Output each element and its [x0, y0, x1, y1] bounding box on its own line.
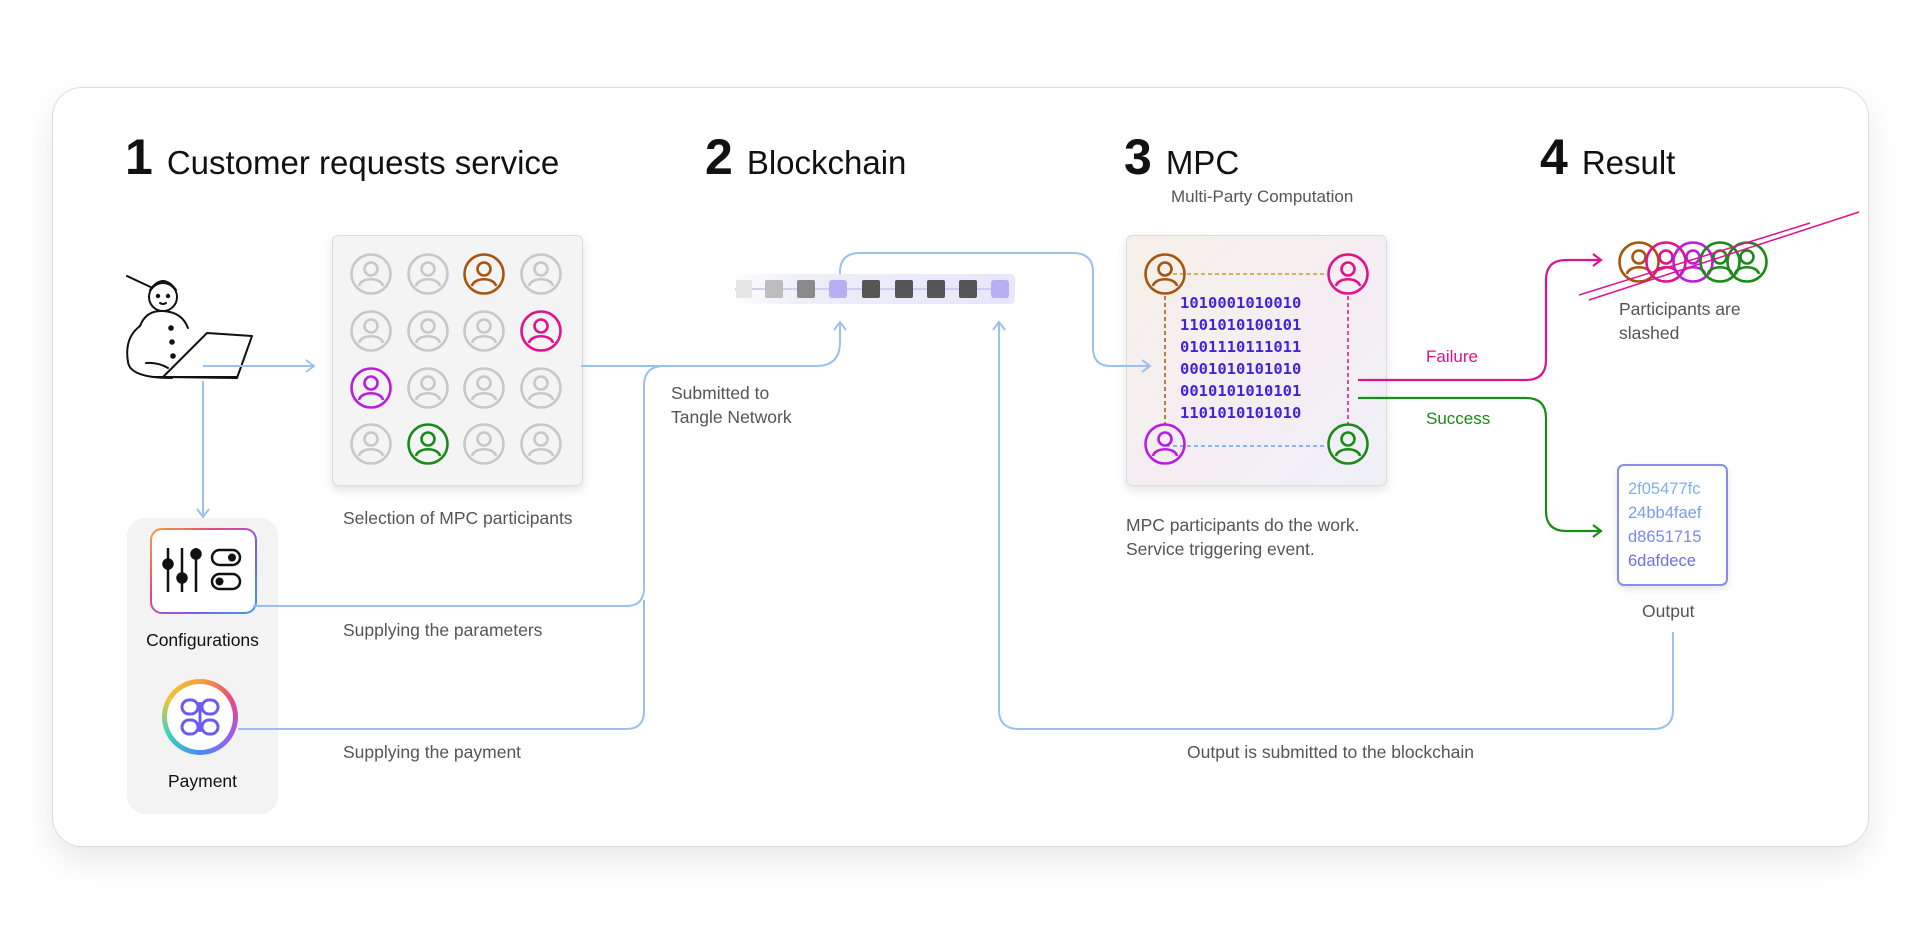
user-icon [407, 423, 449, 465]
user-icon [1327, 253, 1369, 295]
step-label: Result [1581, 144, 1676, 181]
slashed-caption: Participants are slashed [1619, 297, 1741, 345]
tangle-logo-icon [180, 698, 220, 736]
step-3-title: 3 MPC [1124, 128, 1239, 186]
user-icon [463, 253, 505, 295]
user-icon [350, 310, 392, 352]
user-icon [520, 367, 562, 409]
blockchain-chain [728, 274, 1015, 304]
user-icon [407, 310, 449, 352]
success-path [1358, 396, 1601, 533]
payment-label: Payment [167, 771, 238, 791]
configurations-label: Configurations [146, 630, 259, 650]
user-icon [407, 253, 449, 295]
parameters-caption: Supplying the parameters [343, 620, 543, 640]
mpc-links [1164, 273, 1349, 447]
caption-line: Service triggering event. [1126, 539, 1315, 559]
output-hash-box: 2f05477fc 24bb4faef d8651715 6dafdece [1617, 464, 1728, 586]
arrow-head [1592, 524, 1603, 538]
user-icon [350, 423, 392, 465]
payment-caption: Supplying the payment [343, 742, 522, 762]
configurations-box [150, 528, 257, 614]
step-number: 1 [125, 129, 153, 185]
participant-grid [350, 253, 562, 465]
hash-line: 6dafdece [1628, 552, 1696, 570]
failure-label: Failure [1426, 347, 1478, 366]
customer-at-laptop-icon [126, 275, 253, 379]
step-number: 3 [1124, 129, 1152, 185]
caption-line: MPC participants do the work. [1126, 515, 1360, 535]
step-2-title: 2 Blockchain [705, 128, 906, 186]
output-caption: Output [1642, 601, 1695, 621]
user-icon [407, 367, 449, 409]
slash-line [1578, 222, 1811, 296]
slashed-participants [1578, 211, 1860, 301]
hash-line: 24bb4faef [1628, 504, 1702, 522]
payment-coin [162, 679, 238, 755]
mpc-subtitle: Multi-Party Computation [1171, 187, 1354, 206]
mpc-participants [1144, 253, 1369, 465]
slash-line [1588, 211, 1860, 301]
arrow-head [1592, 253, 1603, 267]
binary-line: 1101010101010 [1180, 404, 1302, 422]
user-icon [463, 367, 505, 409]
step-label: MPC [1165, 144, 1240, 181]
user-icon [463, 423, 505, 465]
flow-lines [196, 252, 1674, 730]
output-submitted-caption: Output is submitted to the blockchain [1187, 742, 1474, 762]
binary-line: 0001010101010 [1180, 360, 1302, 378]
success-label: Success [1426, 409, 1491, 428]
step-1-title: 1 Customer requests service [125, 128, 559, 186]
binary-line: 0010101010101 [1180, 382, 1302, 400]
hash-line: d8651715 [1628, 528, 1702, 546]
sliders-toggles-icon [162, 548, 242, 592]
user-icon [1144, 253, 1186, 295]
user-icon [520, 423, 562, 465]
user-icon [1327, 423, 1369, 465]
step-number: 4 [1540, 129, 1568, 185]
step-4-title: 4 Result [1540, 128, 1675, 186]
selection-caption: Selection of MPC participants [343, 508, 573, 528]
caption-line: Participants are [1619, 299, 1741, 319]
binary-line: 1010001010010 [1180, 294, 1302, 312]
user-icon [350, 253, 392, 295]
step-number: 2 [705, 129, 733, 185]
user-icon [520, 310, 562, 352]
user-icon [350, 367, 392, 409]
binary-line: 1101010100101 [1180, 316, 1302, 334]
caption-line: slashed [1619, 323, 1680, 343]
binary-line: 0101110111011 [1180, 338, 1302, 356]
step-label: Blockchain [746, 144, 907, 181]
caption-line: Tangle Network [671, 407, 792, 427]
caption-line: Submitted to [671, 383, 770, 403]
submitted-caption: Submitted to Tangle Network [671, 381, 792, 429]
mpc-binary-data: 1010001010010 1101010100101 010111011101… [1180, 292, 1301, 424]
mpc-work-caption: MPC participants do the work. Service tr… [1126, 513, 1359, 561]
hash-line: 2f05477fc [1628, 480, 1701, 498]
user-icon [520, 253, 562, 295]
failure-path [1358, 258, 1601, 382]
step-label: Customer requests service [166, 144, 560, 181]
user-icon [1144, 423, 1186, 465]
user-icon [463, 310, 505, 352]
